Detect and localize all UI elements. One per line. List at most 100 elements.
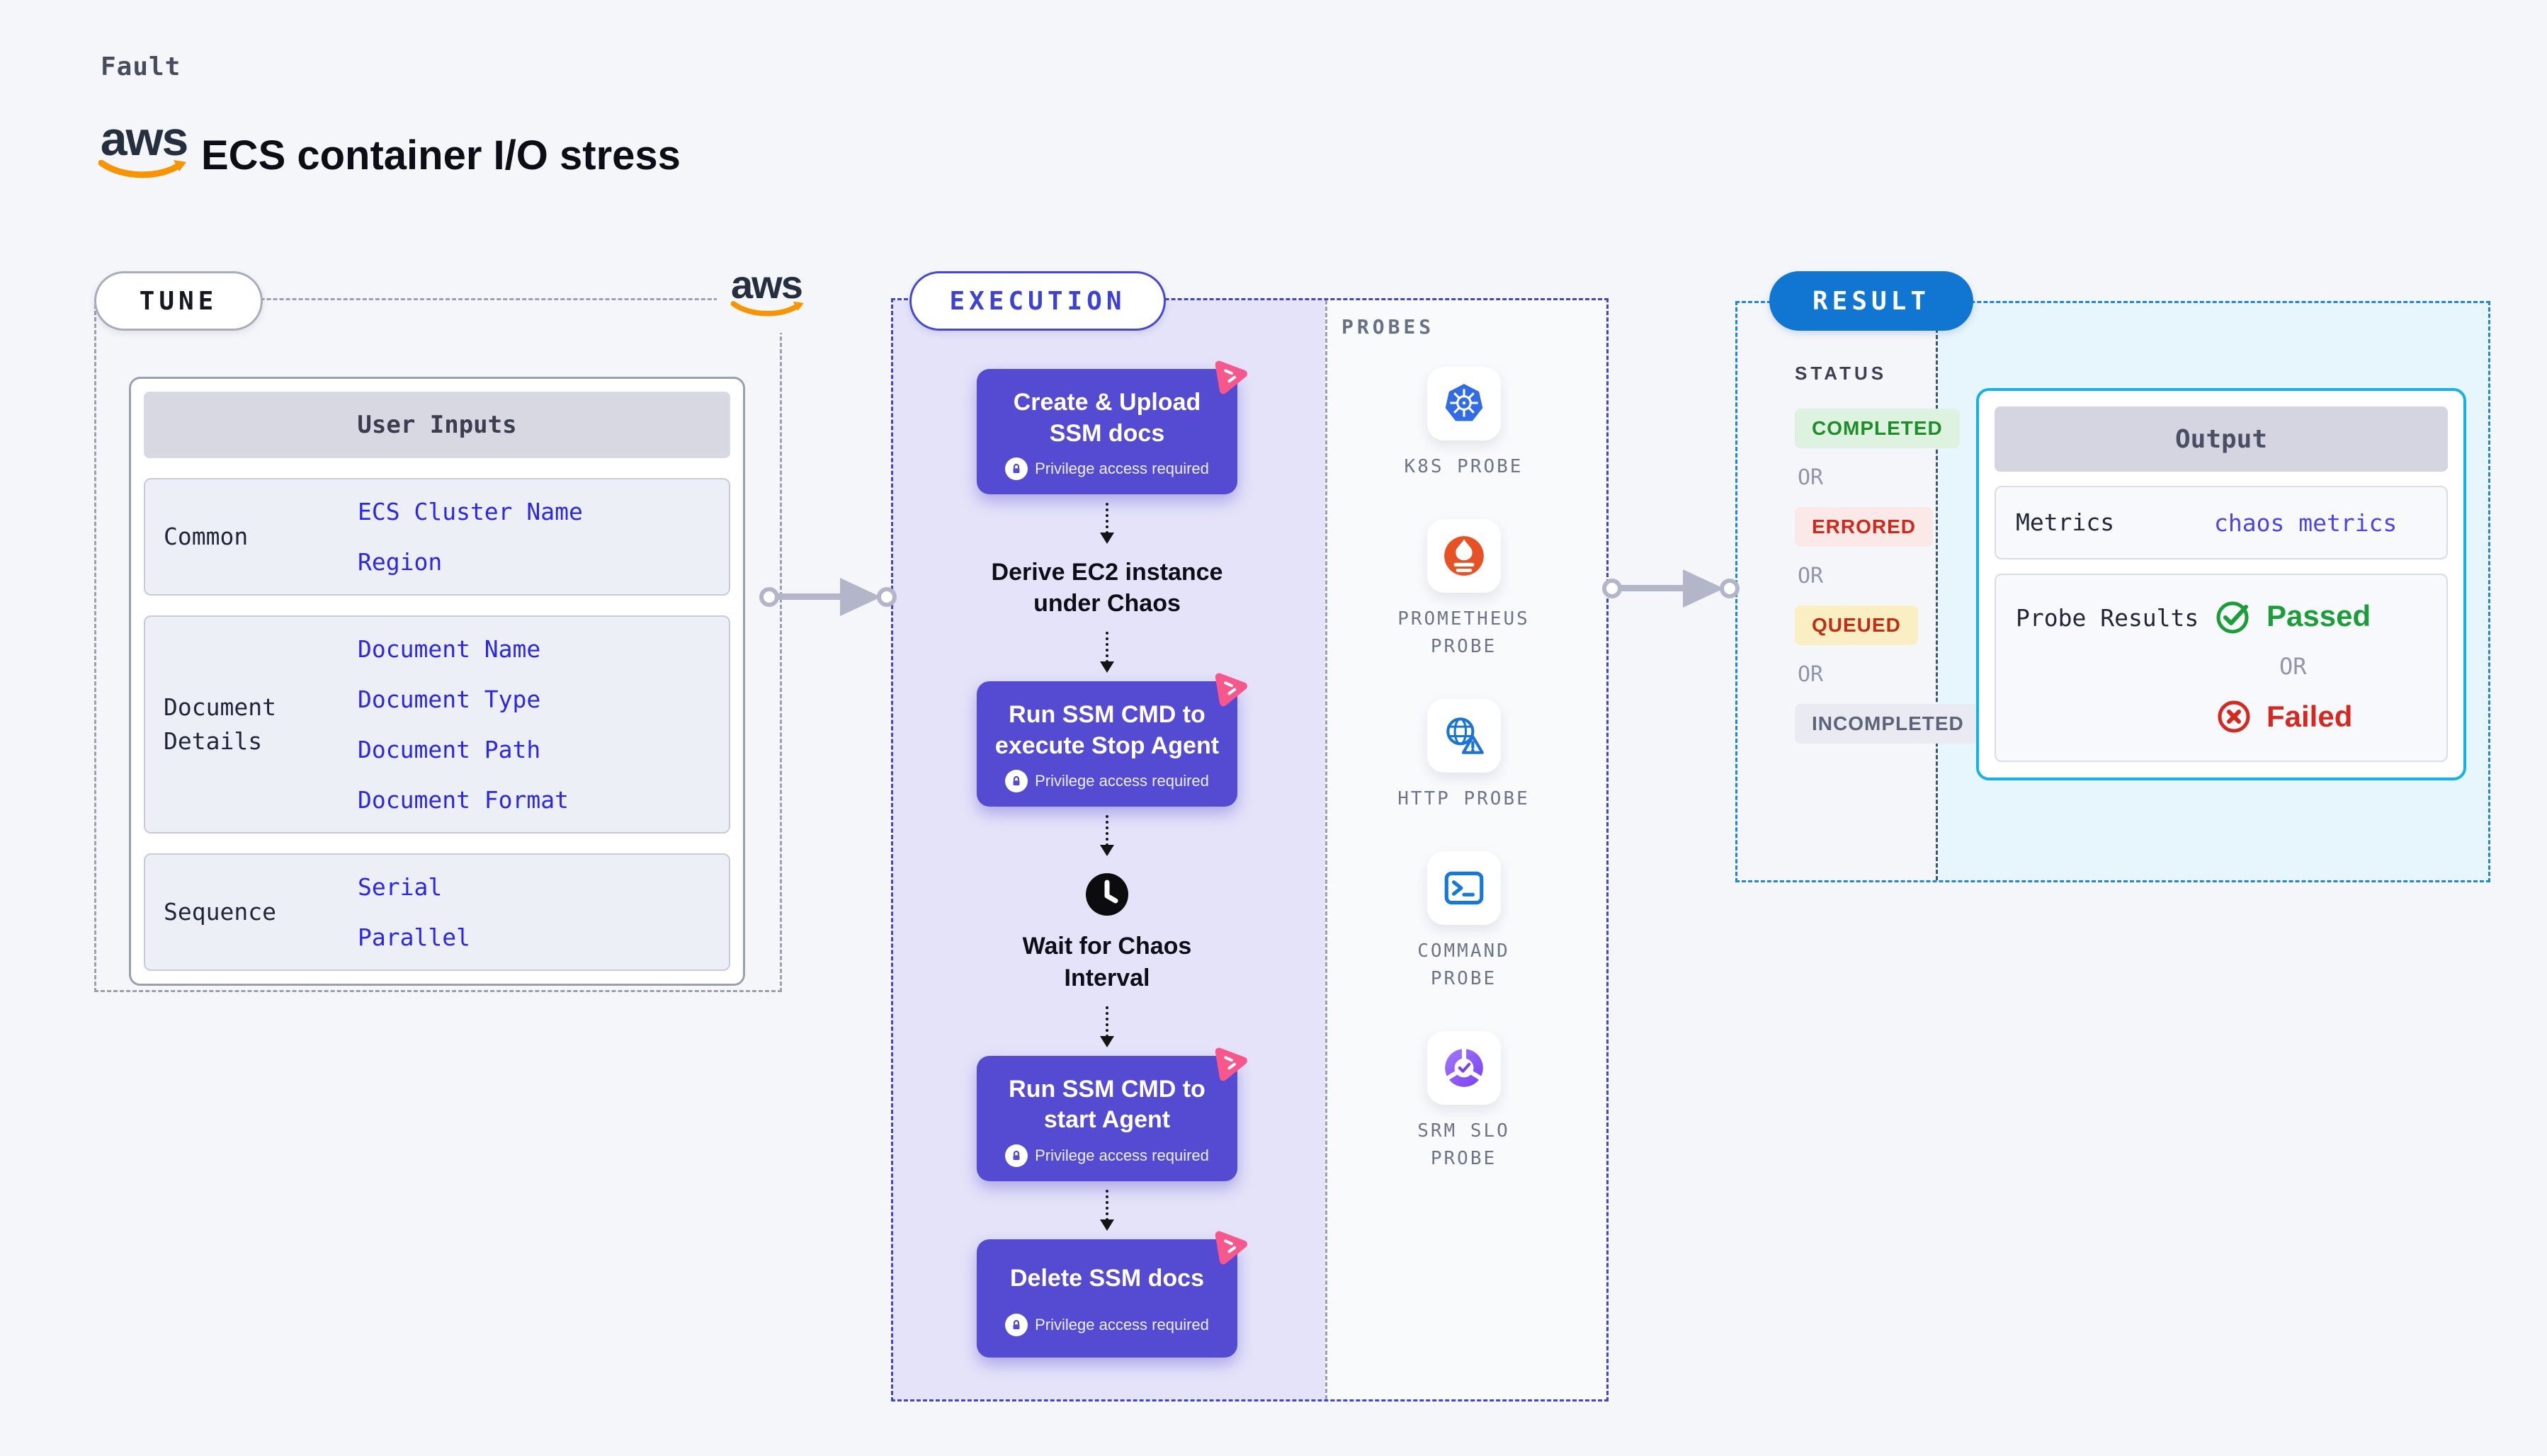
step-title: Delete SSM docs [1010, 1264, 1204, 1292]
step-title: Run SSM CMD to start Agent [1009, 1075, 1206, 1134]
input-value: Document Path [358, 736, 541, 763]
failed-label: Failed [2267, 700, 2353, 733]
probe-label: SRM SLO PROBE [1417, 1120, 1510, 1169]
tune-pill: TUNE [94, 271, 263, 331]
user-inputs-header: User Inputs [144, 392, 730, 458]
lock-icon [1005, 1144, 1028, 1167]
or-label: OR [1798, 564, 1824, 588]
probe-label: K8S PROBE [1404, 456, 1524, 477]
row-label: Document Details [164, 693, 276, 755]
aws-smile-icon [98, 159, 186, 178]
status-badge-queued: QUEUED [1795, 605, 1918, 645]
kubernetes-icon [1426, 367, 1501, 440]
passed-line: Passed [2214, 596, 2371, 636]
chaos-flag-icon [1215, 1231, 1248, 1265]
input-value: Parallel [358, 923, 470, 951]
flow-arrow-down [1100, 632, 1114, 673]
probe-item-prometheus: PROMETHEUS PROBE [1379, 519, 1549, 661]
probes-divider-line [1325, 300, 1327, 1399]
row-label: Sequence [164, 898, 276, 926]
lock-icon [1005, 770, 1028, 793]
privilege-badge: Privilege access required [988, 457, 1226, 481]
wait-interval-label: Wait for Chaos Interval [1022, 933, 1192, 991]
probe-label: PROMETHEUS PROBE [1397, 608, 1530, 657]
tune-to-execution-arrow [759, 578, 897, 616]
status-badge-errored: ERRORED [1795, 507, 1934, 547]
probes-background [1325, 300, 1606, 1399]
input-value: ECS Cluster Name [358, 498, 583, 525]
passed-label: Passed [2267, 599, 2371, 632]
tune-section-frame [94, 298, 782, 992]
execution-pill: EXECUTION [909, 271, 1166, 331]
status-column: STATUS COMPLETED OR ERRORED OR QUEUED OR… [1795, 363, 1981, 744]
check-circle-icon [2216, 601, 2249, 634]
step-title: Run SSM CMD to execute Stop Agent [994, 701, 1220, 759]
input-value: Region [358, 548, 443, 576]
terminal-icon [1426, 851, 1501, 925]
fault-kicker: Fault [101, 52, 181, 81]
status-badge-completed: COMPLETED [1795, 409, 1960, 448]
privilege-badge-label: Privilege access required [1035, 460, 1209, 478]
result-pill: RESULT [1769, 271, 1973, 331]
input-value: Serial [358, 873, 443, 901]
clock-icon [1084, 872, 1130, 921]
step-run-ssm-stop-agent: Run SSM CMD to execute Stop Agent Privil… [977, 673, 1248, 807]
input-value: Document Format [358, 786, 569, 814]
aws-smile-icon [730, 301, 804, 317]
x-circle-icon [2218, 700, 2250, 733]
metrics-row: Metrics chaos metrics [1995, 486, 2448, 559]
probe-results-values: Passed OR Failed [2214, 596, 2371, 736]
privilege-badge-label: Privilege access required [1035, 1316, 1209, 1334]
probe-label: HTTP PROBE [1397, 788, 1530, 809]
chaos-flag-icon [1215, 1047, 1248, 1081]
user-inputs-card: User Inputs Common ECS Cluster Name Regi… [129, 377, 745, 986]
aws-logo-text: aws [100, 112, 189, 166]
aws-logo-text: aws [731, 261, 803, 307]
or-label: OR [1798, 662, 1824, 687]
step-create-upload-ssm-docs: Create & Upload SSM docs Privilege acces… [977, 360, 1248, 495]
probe-label: COMMAND PROBE [1417, 940, 1510, 989]
metrics-value: chaos metrics [2214, 508, 2398, 537]
srm-slo-icon [1426, 1031, 1501, 1105]
user-inputs-row-common: Common ECS Cluster Name Region [144, 478, 730, 596]
probes-column: PROBES [1323, 298, 1604, 1397]
flow-arrow-down [1100, 1006, 1114, 1047]
step-run-ssm-start-agent: Run SSM CMD to start Agent Privilege acc… [977, 1047, 1248, 1181]
privilege-badge-label: Privilege access required [1035, 772, 1209, 790]
row-values: ECS Cluster Name Region [358, 498, 583, 576]
step-title: Create & Upload SSM docs [1013, 389, 1201, 447]
flow-arrow-down [1100, 503, 1114, 545]
chaos-flag-icon [1215, 360, 1248, 394]
privilege-badge: Privilege access required [988, 1144, 1226, 1167]
row-values: Serial Parallel [358, 873, 470, 951]
status-badge-incompleted: INCOMPLETED [1795, 704, 1981, 744]
aws-logo: aws [98, 112, 190, 181]
metrics-label: Metrics [2016, 508, 2115, 537]
status-header: STATUS [1795, 363, 1888, 384]
status-column-background [1737, 303, 1936, 880]
step-delete-ssm-docs: Delete SSM docs Privilege access require… [977, 1231, 1248, 1358]
row-values: Document Name Document Type Document Pat… [358, 635, 569, 814]
execution-flow: Create & Upload SSM docs Privilege acces… [891, 298, 1323, 1358]
aws-logo-tune: aws [717, 258, 820, 333]
probe-item-command: COMMAND PROBE [1379, 851, 1549, 993]
row-label: Common [164, 523, 249, 551]
page-title: ECS container I/O stress [201, 132, 681, 178]
execution-to-result-arrow [1602, 569, 1740, 608]
derive-ec2-label: Derive EC2 instance under Chaos [991, 559, 1223, 618]
lock-icon [1005, 457, 1028, 481]
probe-item-k8s: K8S PROBE [1379, 367, 1549, 481]
lock-icon [1005, 1314, 1028, 1337]
user-inputs-row-sequence: Sequence Serial Parallel [144, 853, 730, 971]
user-inputs-row-document-details: Document Details Document Name Document … [144, 615, 730, 834]
flow-arrow-down [1100, 1189, 1114, 1231]
input-value: Document Name [358, 635, 541, 663]
probe-results-label: Probe Results [2016, 604, 2199, 632]
or-label: OR [1798, 465, 1824, 490]
prometheus-icon [1426, 519, 1501, 593]
input-value: Document Type [358, 686, 541, 713]
output-header: Output [1995, 406, 2448, 472]
probe-item-srm-slo: SRM SLO PROBE [1379, 1031, 1549, 1173]
probe-list: K8S PROBE PROMETHEUS PROBE [1379, 367, 1549, 1173]
